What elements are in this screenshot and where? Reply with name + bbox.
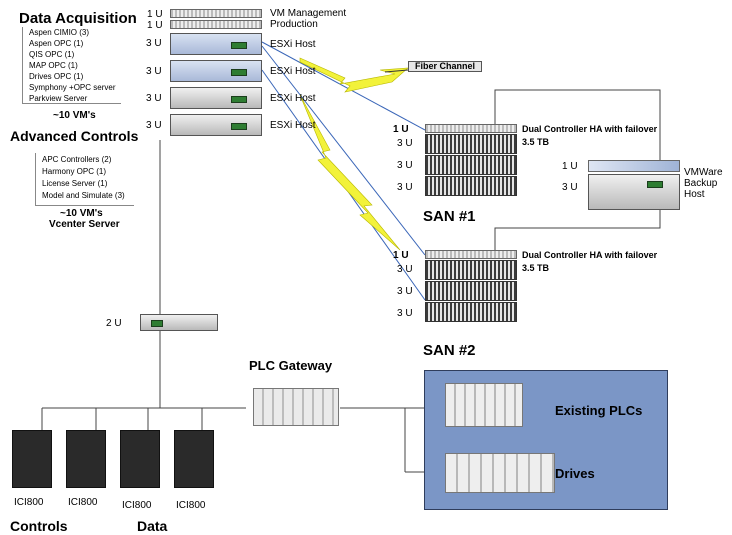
data-label: Data	[137, 518, 168, 534]
backup-label: Backup	[684, 178, 718, 189]
san2-controller	[425, 250, 517, 259]
san1-description: Dual Controller HA with failover	[522, 124, 658, 134]
existing-plcs-label: Existing PLCs	[555, 403, 643, 418]
vm-management-label: VM Management	[270, 8, 347, 19]
backup-label: VMWare	[684, 167, 723, 178]
san1-disk-shelf	[425, 155, 517, 175]
san-unit-label: 3 U	[397, 264, 413, 275]
ici800-controller	[120, 430, 160, 488]
ici800-label: ICI800	[14, 497, 44, 508]
rack-unit-label: 1 U	[147, 9, 163, 20]
list-item: Drives OPC (1)	[29, 72, 84, 81]
san-unit-label: 3 U	[397, 160, 413, 171]
list-item: License Server (1)	[42, 179, 108, 188]
production-server	[170, 20, 262, 29]
san1-controller	[425, 124, 517, 133]
backup-unit-label: 1 U	[562, 161, 578, 172]
san2-title: SAN #2	[423, 342, 476, 359]
rack-unit-label: 3 U	[146, 66, 162, 77]
plc-gateway-device	[253, 388, 339, 426]
esxi-host-server	[170, 87, 262, 109]
controls-label: Controls	[10, 518, 68, 534]
san2-disk-shelf	[425, 281, 517, 301]
san2-description: Dual Controller HA with failover	[522, 250, 658, 260]
ici800-label: ICI800	[122, 500, 152, 511]
drives-label: Drives	[555, 466, 595, 481]
esxi-host-server	[170, 114, 262, 136]
fiber-channel-label: Fiber Channel	[415, 61, 476, 71]
list-item: Aspen OPC (1)	[29, 39, 84, 48]
san2-disk-shelf	[425, 302, 517, 322]
list-item: Parkview Server	[29, 94, 88, 103]
advanced-controls-list: APC Controllers (2) Harmony OPC (1) Lice…	[35, 153, 134, 206]
san1-disk-shelf	[425, 134, 517, 154]
data-acquisition-title: Data Acquisition	[19, 10, 137, 27]
data-acquisition-vm-note: ~10 VM's	[53, 110, 96, 121]
vcenter-server-label: Vcenter Server	[49, 219, 120, 230]
san-unit-label: 3 U	[397, 308, 413, 319]
fiber-channel-label-box: Fiber Channel	[408, 61, 482, 72]
san-unit-label: 1 U	[393, 250, 409, 261]
advanced-controls-vm-note: ~10 VM's	[60, 208, 103, 219]
backup-unit-label: 3 U	[562, 182, 578, 193]
san2-capacity: 3.5 TB	[522, 263, 550, 273]
san1-disk-shelf	[425, 176, 517, 196]
esxi-host-server	[170, 60, 262, 82]
rack-unit-label: 3 U	[146, 38, 162, 49]
ici800-controller	[66, 430, 106, 488]
san-unit-label: 1 U	[393, 124, 409, 135]
vm-management-server	[170, 9, 262, 18]
existing-plc-device	[445, 383, 523, 427]
list-item: MAP OPC (1)	[29, 61, 78, 70]
esxi-host-label: ESXi Host	[270, 39, 316, 50]
list-item: Model and Simulate (3)	[42, 191, 125, 200]
plc-gateway-title: PLC Gateway	[249, 358, 333, 373]
ici800-label: ICI800	[68, 497, 98, 508]
network-switch	[140, 314, 218, 331]
san-unit-label: 3 U	[397, 286, 413, 297]
list-item: Harmony OPC (1)	[42, 167, 107, 176]
backup-host-3u	[588, 174, 680, 210]
backup-label: Host	[684, 189, 705, 200]
ici800-controller	[12, 430, 52, 488]
list-item: Aspen CIMIO (3)	[29, 28, 90, 37]
rack-unit-label: 3 U	[146, 93, 162, 104]
existing-systems-box: Existing PLCs Drives	[424, 370, 668, 510]
list-item: QIS OPC (1)	[29, 50, 75, 59]
ici800-label: ICI800	[176, 500, 206, 511]
list-item: APC Controllers (2)	[42, 155, 112, 164]
san1-capacity: 3.5 TB	[522, 137, 550, 147]
san-unit-label: 3 U	[397, 138, 413, 149]
esxi-host-label: ESXi Host	[270, 66, 316, 77]
rack-unit-label: 1 U	[147, 20, 163, 31]
san-unit-label: 3 U	[397, 182, 413, 193]
san2-disk-shelf	[425, 260, 517, 280]
switch-unit-label: 2 U	[106, 318, 122, 329]
ici800-controller	[174, 430, 214, 488]
backup-host-1u	[588, 160, 680, 172]
list-item: Symphony +OPC server	[29, 83, 116, 92]
esxi-host-label: ESXi Host	[270, 120, 316, 131]
esxi-host-label: ESXi Host	[270, 93, 316, 104]
drives-device	[445, 453, 555, 493]
data-acquisition-list: Aspen CIMIO (3) Aspen OPC (1) QIS OPC (1…	[22, 27, 121, 104]
rack-unit-label: 3 U	[146, 120, 162, 131]
esxi-host-server	[170, 33, 262, 55]
advanced-controls-title: Advanced Controls	[10, 128, 139, 144]
production-label: Production	[270, 19, 318, 30]
san1-title: SAN #1	[423, 208, 476, 225]
